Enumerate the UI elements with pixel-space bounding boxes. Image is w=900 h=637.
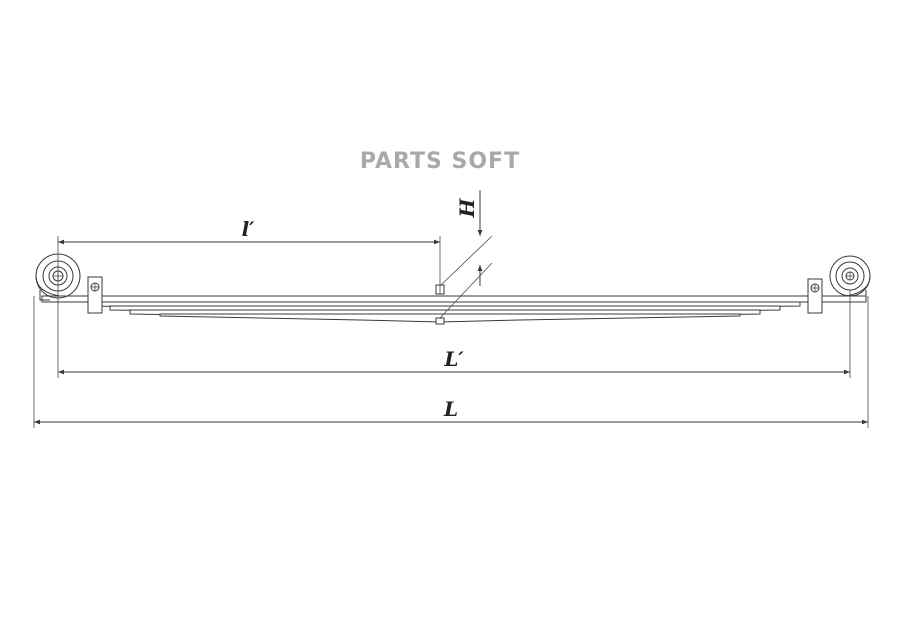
main-leaf [41, 295, 867, 303]
left-rebound-clip [87, 276, 103, 314]
extension-lines [33, 236, 869, 428]
half-length-label: l′ [242, 217, 256, 241]
overall-length-dimension: L [34, 397, 868, 425]
leaf-5 [159, 313, 741, 323]
eye-to-eye-label: L′ [443, 347, 464, 371]
overall-length-label: L [443, 397, 458, 421]
height-dimension: H [439, 190, 493, 319]
height-label: H [455, 197, 479, 218]
spring-leaves [41, 295, 867, 323]
eye-to-eye-dimension: L′ [58, 347, 850, 375]
half-length-dimension: l′ [58, 217, 440, 245]
watermark-text: PARTS SOFT [360, 149, 520, 174]
right-rebound-clip [807, 278, 823, 314]
